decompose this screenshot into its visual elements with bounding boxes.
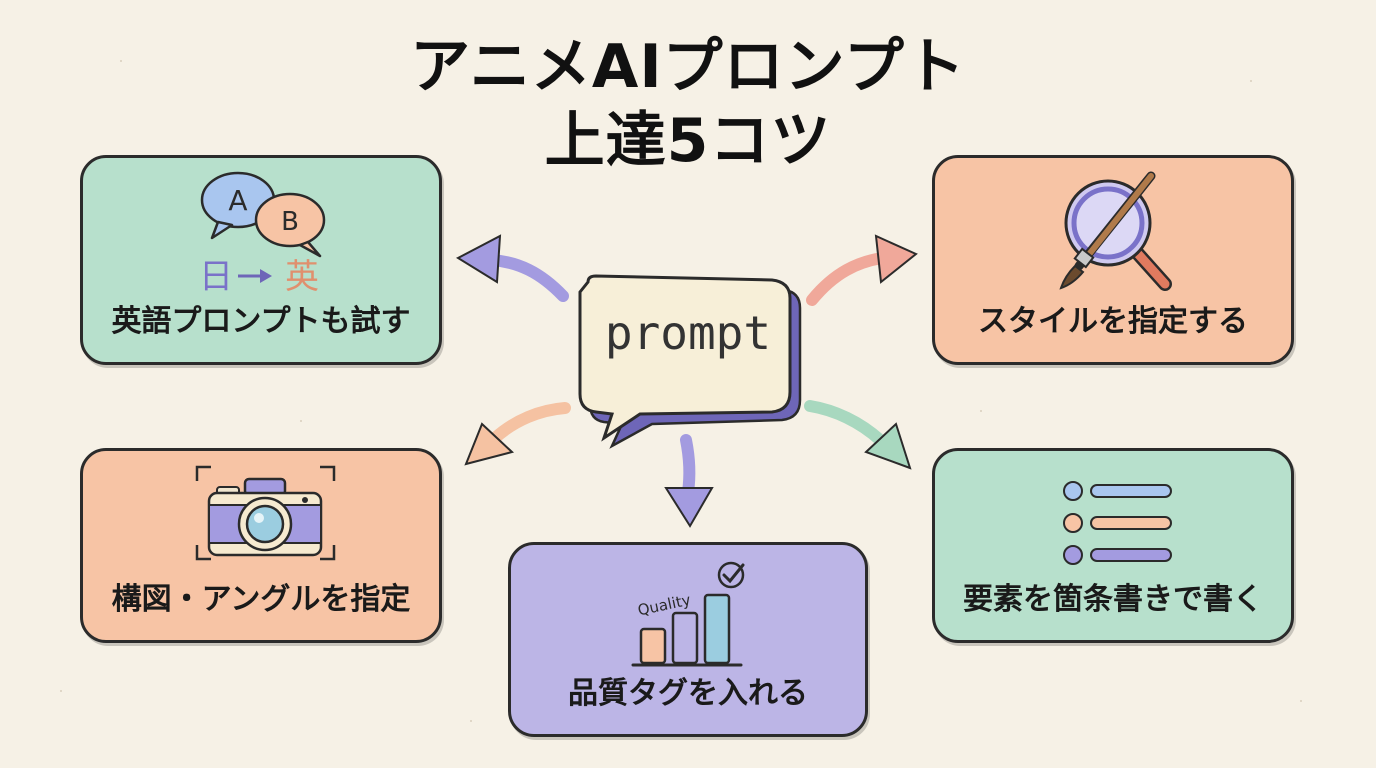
source-language-char: 日: [199, 257, 233, 295]
tip-label-list: 要素を箇条書きで書く: [963, 582, 1263, 617]
tip-card-angle: 構図・アングルを指定: [80, 448, 442, 643]
bubble-letter-a: A: [228, 184, 247, 217]
tip-card-list: 要素を箇条書きで書く: [932, 448, 1294, 643]
check-icon: [722, 563, 745, 584]
prompt-bubble: [578, 274, 802, 449]
background-speck: [300, 420, 302, 422]
arrow-to-quality: [664, 434, 714, 528]
bubble-letter-b: B: [281, 207, 299, 237]
arrow-to-list: [804, 400, 912, 470]
magnifier-brush-icon: [1059, 171, 1172, 291]
tip-card-style: スタイルを指定する: [932, 155, 1294, 365]
tip-card-english: A B 日 英 英語プロンプトも試す: [80, 155, 442, 365]
tip-card-quality: Quality 品質タグを入れる: [508, 542, 868, 737]
prompt-label: prompt: [604, 306, 772, 360]
target-language-char: 英: [285, 257, 319, 295]
arrow-to-style: [806, 234, 918, 306]
background-speck: [980, 410, 982, 412]
translate-icon: A B 日 英: [199, 171, 326, 295]
background-speck: [120, 60, 122, 62]
arrow-right-icon: [260, 269, 272, 283]
background-speck: [1300, 700, 1302, 702]
background-speck: [1250, 80, 1252, 82]
background-speck: [60, 690, 62, 692]
tip-label-angle: 構図・アングルを指定: [111, 582, 411, 617]
bullet-list-icon: [1063, 481, 1172, 565]
tip-label-style: スタイルを指定する: [978, 304, 1248, 339]
arrow-to-angle: [464, 402, 571, 466]
arrow-to-english: [455, 234, 569, 302]
background-speck: [470, 720, 472, 722]
quality-chart-icon: Quality: [631, 561, 745, 667]
camera-icon: [195, 465, 336, 561]
tip-label-quality: 品質タグを入れる: [568, 676, 808, 711]
page-title: アニメAIプロンプト 上達5コツ: [0, 30, 1376, 178]
title-line-1: アニメAIプロンプト: [410, 32, 966, 102]
tip-label-english: 英語プロンプトも試す: [111, 304, 411, 339]
title-line-2: 上達5コツ: [544, 106, 832, 176]
